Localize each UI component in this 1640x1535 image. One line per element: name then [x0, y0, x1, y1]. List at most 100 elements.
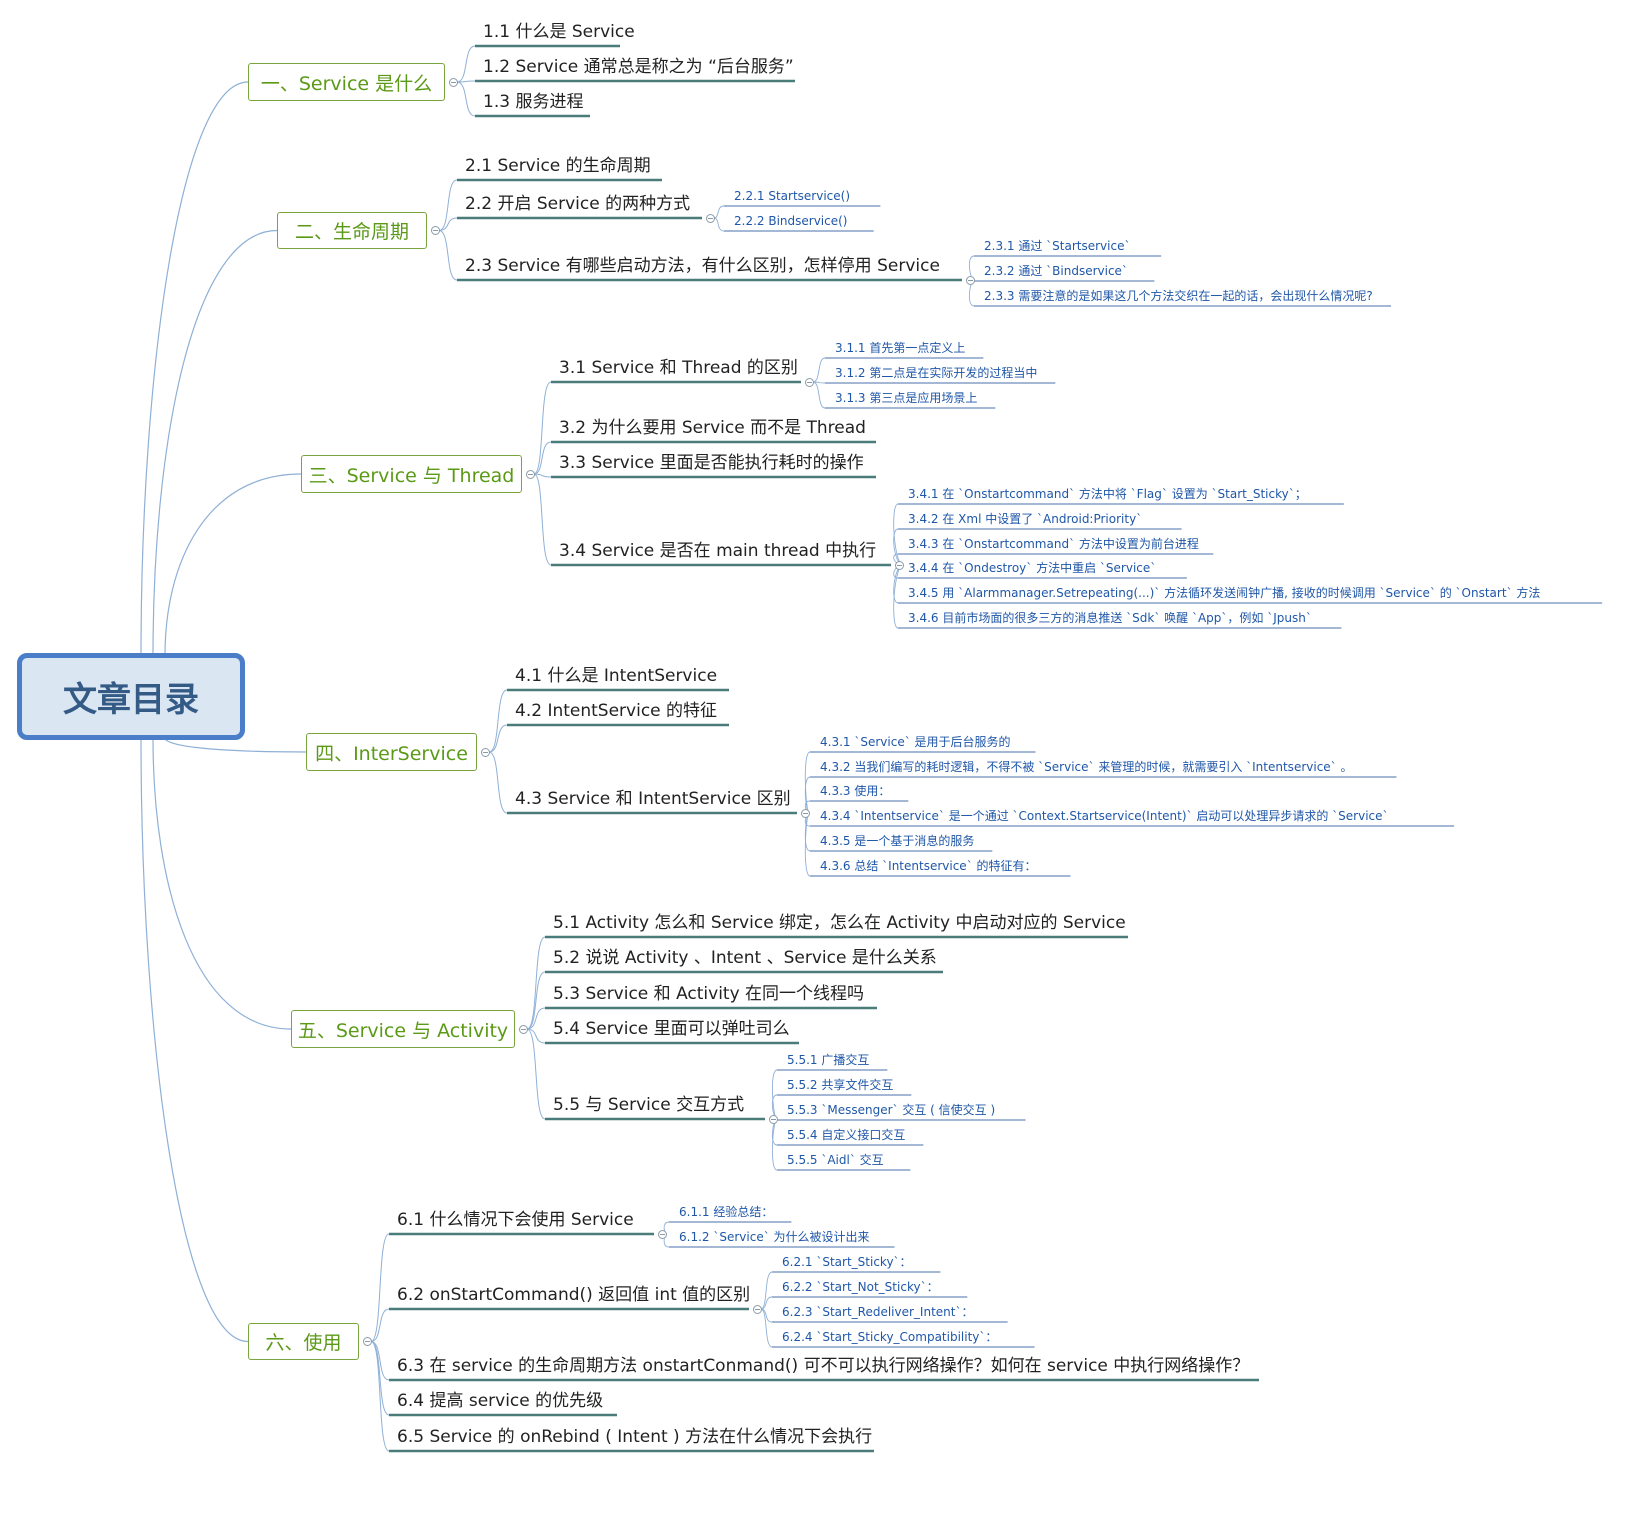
- item-6-2-label[interactable]: 6.2 onStartCommand() 返回值 int 值的区别: [397, 1285, 751, 1305]
- root-node[interactable]: 文章目录: [17, 653, 245, 740]
- connector-section-2-item-3: [438, 230, 458, 281]
- subitem-4-3-6-label[interactable]: 4.3.6 总结 `Intentservice` 的特征有：: [820, 859, 1037, 873]
- item-5-5-label[interactable]: 5.5 与 Service 交互方式: [553, 1095, 745, 1115]
- item-6-1-label[interactable]: 6.1 什么情况下会使用 Service: [397, 1210, 634, 1230]
- section-6-node[interactable]: 六、使用: [248, 1323, 359, 1360]
- connector-section-5-item-4: [526, 1028, 546, 1044]
- connector-section-4-item-1: [488, 689, 508, 753]
- connector-section-3-item-3: [533, 473, 552, 478]
- connector-section-5-item-3: [526, 1007, 546, 1030]
- connector-section-3-item-2: [533, 441, 552, 475]
- connector-root-section-2: [152, 229, 278, 656]
- subitem-5-5-2-label[interactable]: 5.5.2 共享文件交互: [787, 1078, 894, 1092]
- connector-section-6-item-5: [370, 1341, 390, 1452]
- subitem-5-5-1-label[interactable]: 5.5.1 广播交互: [787, 1053, 870, 1067]
- subitem-6-1-2-label[interactable]: 6.1.2 `Service` 为什么被设计出来: [679, 1230, 870, 1244]
- item-5-4-label[interactable]: 5.4 Service 里面可以弹吐司么: [553, 1019, 790, 1039]
- subitem-4-3-2-label[interactable]: 4.3.2 当我们编写的耗时逻辑，不得不被 `Service` 来管理的时候，就…: [820, 760, 1353, 774]
- subitem-2-3-2-label[interactable]: 2.3.2 通过 `Bindservice`: [984, 264, 1128, 278]
- connector-section-6-item-1: [370, 1233, 390, 1342]
- subitem-4-3-3-label[interactable]: 4.3.3 使用：: [820, 784, 891, 798]
- subitem-6-1-1-label[interactable]: 6.1.1 经验总结：: [679, 1205, 774, 1219]
- subitem-6-2-4-label[interactable]: 6.2.4 `Start_Sticky_Compatibility`：: [782, 1330, 998, 1344]
- subitem-3-4-6-label[interactable]: 3.4.6 目前市场面的很多三方的消息推送 `Sdk` 唤醒 `App`，例如 …: [908, 611, 1312, 625]
- item-5-2-label[interactable]: 5.2 说说 Activity 、Intent 、Service 是什么关系: [553, 948, 937, 968]
- item-3-1-collapse-toggle[interactable]: [804, 377, 814, 387]
- section-3-collapse-toggle[interactable]: [525, 469, 535, 479]
- subitem-6-2-2-label[interactable]: 6.2.2 `Start_Not_Sticky`：: [782, 1280, 939, 1294]
- connector-section-3-item-4: [533, 473, 552, 566]
- item-5-3-label[interactable]: 5.3 Service 和 Activity 在同一个线程吗: [553, 984, 865, 1004]
- item-3-4-collapse-toggle[interactable]: [894, 560, 904, 570]
- subitem-4-3-1-label[interactable]: 4.3.1 `Service` 是用于后台服务的: [820, 735, 1011, 749]
- item-2-3-collapse-toggle[interactable]: [965, 275, 975, 285]
- subitem-6-2-1-label[interactable]: 6.2.1 `Start_Sticky`：: [782, 1255, 912, 1269]
- item-1-3-label[interactable]: 1.3 服务进程: [483, 92, 584, 112]
- subitem-2-3-3-label[interactable]: 2.3.3 需要注意的是如果这几个方法交织在一起的话，会出现什么情况呢?: [984, 289, 1373, 303]
- section-4-node[interactable]: 四、InterService: [306, 733, 477, 771]
- section-2-collapse-toggle[interactable]: [430, 226, 440, 235]
- connector-section-5-item-2: [526, 971, 546, 1030]
- subitem-6-2-3-label[interactable]: 6.2.3 `Start_Redeliver_Intent`：: [782, 1305, 974, 1319]
- subitem-5-5-5-label[interactable]: 5.5.5 `Aidl` 交互: [787, 1153, 884, 1167]
- item-3-4-label[interactable]: 3.4 Service 是否在 main thread 中执行: [559, 541, 877, 561]
- item-6-1-collapse-toggle[interactable]: [657, 1229, 667, 1239]
- section-2-node[interactable]: 二、生命周期: [277, 212, 427, 249]
- item-5-5-collapse-toggle[interactable]: [768, 1114, 778, 1124]
- connector-section-4-item-2: [488, 724, 508, 753]
- item-2-2-label[interactable]: 2.2 开启 Service 的两种方式: [465, 194, 691, 214]
- item-2-3-label[interactable]: 2.3 Service 有哪些启动方法，有什么区别，怎样停用 Service: [465, 256, 940, 276]
- subitem-4-3-4-label[interactable]: 4.3.4 `Intentservice` 是一个通过 `Context.Sta…: [820, 809, 1389, 823]
- item-3-2-label[interactable]: 3.2 为什么要用 Service 而不是 Thread: [559, 418, 866, 438]
- item-3-1-label[interactable]: 3.1 Service 和 Thread 的区别: [559, 358, 798, 378]
- connector-section-4-item-3: [488, 751, 508, 814]
- subitem-2-3-1-label[interactable]: 2.3.1 通过 `Startservice`: [984, 239, 1131, 253]
- item-2-2-collapse-toggle[interactable]: [705, 213, 715, 223]
- item-6-3-label[interactable]: 6.3 在 service 的生命周期方法 onstartConmand() 可…: [397, 1356, 1250, 1376]
- subitem-3-4-5-label[interactable]: 3.4.5 用 `Alarmmanager.Setrepeating(...)`…: [908, 586, 1541, 600]
- section-5-node[interactable]: 五、Service 与 Activity: [291, 1010, 515, 1048]
- item-4-3-collapse-toggle[interactable]: [800, 808, 810, 818]
- connector-section-3-item-1: [533, 381, 552, 475]
- item-1-2-label[interactable]: 1.2 Service 通常总是称之为 “后台服务”: [483, 57, 794, 77]
- connector-section-2-item-1: [438, 179, 458, 231]
- connector-item-6-2-sub-4: [760, 1308, 773, 1348]
- item-4-2-label[interactable]: 4.2 IntentService 的特征: [515, 701, 718, 721]
- connector-section-6-item-2: [370, 1308, 390, 1342]
- subitem-3-1-1-label[interactable]: 3.1.1 首先第一点定义上: [835, 341, 966, 355]
- item-3-3-label[interactable]: 3.3 Service 里面是否能执行耗时的操作: [559, 453, 864, 473]
- subitem-2-2-1-label[interactable]: 2.2.1 Startservice(): [734, 189, 851, 203]
- connector-section-1-item-1: [456, 45, 476, 83]
- subitem-3-1-2-label[interactable]: 3.1.2 第二点是在实际开发的过程当中: [835, 366, 1038, 380]
- item-4-1-label[interactable]: 4.1 什么是 IntentService: [515, 666, 718, 686]
- item-6-5-label[interactable]: 6.5 Service 的 onRebind ( Intent ) 方法在什么情…: [397, 1427, 873, 1447]
- connector-root-section-4: [164, 737, 307, 753]
- item-4-3-label[interactable]: 4.3 Service 和 IntentService 区别: [515, 789, 791, 809]
- item-5-1-label[interactable]: 5.1 Activity 怎么和 Service 绑定，怎么在 Activity…: [553, 913, 1126, 933]
- item-6-2-collapse-toggle[interactable]: [752, 1304, 762, 1314]
- subitem-3-4-2-label[interactable]: 3.4.2 在 Xml 中设置了 `Android:Priority`: [908, 512, 1143, 526]
- subitem-3-1-3-label[interactable]: 3.1.3 第三点是应用场景上: [835, 391, 978, 405]
- connector-root-section-1: [140, 81, 249, 656]
- connector-section-5-item-1: [526, 936, 546, 1030]
- item-6-4-label[interactable]: 6.4 提高 service 的优先级: [397, 1391, 604, 1411]
- section-5-collapse-toggle[interactable]: [518, 1024, 528, 1034]
- section-1-collapse-toggle[interactable]: [448, 77, 458, 87]
- section-6-collapse-toggle[interactable]: [362, 1337, 372, 1346]
- subitem-3-4-3-label[interactable]: 3.4.3 在 `Onstartcommand` 方法中设置为前台进程: [908, 537, 1199, 551]
- subitem-2-2-2-label[interactable]: 2.2.2 Bindservice(): [734, 214, 848, 228]
- section-1-node[interactable]: 一、Service 是什么: [248, 63, 445, 101]
- subitem-5-5-3-label[interactable]: 5.5.3 `Messenger` 交互 ( 信使交互 ): [787, 1103, 996, 1117]
- connector-root-section-6: [140, 737, 249, 1343]
- subitem-4-3-5-label[interactable]: 4.3.5 是一个基于消息的服务: [820, 834, 975, 848]
- section-3-node[interactable]: 三、Service 与 Thread: [301, 455, 522, 493]
- subitem-3-4-1-label[interactable]: 3.4.1 在 `Onstartcommand` 方法中将 `Flag` 设置为…: [908, 487, 1307, 501]
- connector-item-2-2-sub-2: [713, 217, 725, 232]
- section-4-collapse-toggle[interactable]: [480, 747, 490, 757]
- item-2-1-label[interactable]: 2.1 Service 的生命周期: [465, 156, 651, 176]
- connector-item-6-2-sub-2: [760, 1296, 773, 1310]
- subitem-5-5-4-label[interactable]: 5.5.4 自定义接口交互: [787, 1128, 906, 1142]
- item-1-1-label[interactable]: 1.1 什么是 Service: [483, 22, 635, 42]
- subitem-3-4-4-label[interactable]: 3.4.4 在 `Ondestroy` 方法中重启 `Service`: [908, 561, 1157, 575]
